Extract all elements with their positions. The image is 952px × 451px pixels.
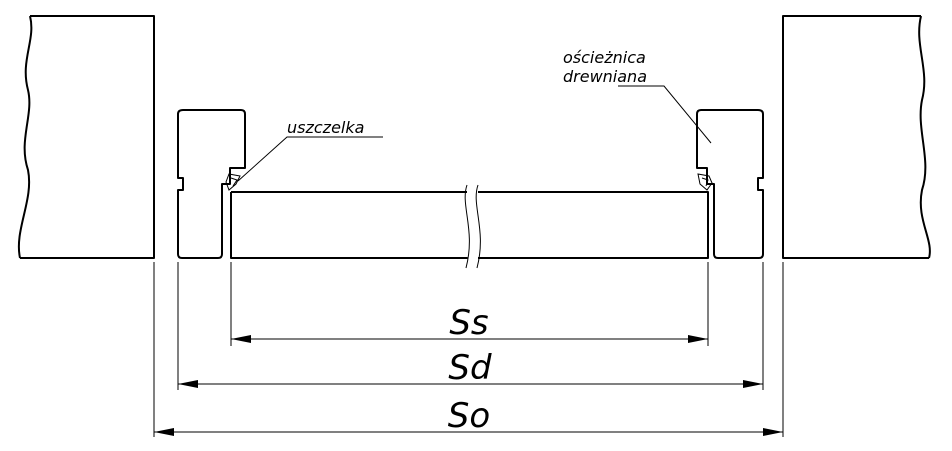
dimension-ss <box>231 335 708 343</box>
right-wall <box>782 15 931 259</box>
door-leaf <box>230 184 709 269</box>
frame-leader <box>618 85 712 144</box>
frame-label-line2: drewniana <box>563 67 647 86</box>
dimension-sd <box>178 380 763 388</box>
left-gasket <box>225 173 241 191</box>
dimension-so-label: So <box>448 396 490 436</box>
extension-lines <box>153 262 784 437</box>
dimension-ss-label: Ss <box>449 303 488 343</box>
gasket-leader <box>237 136 383 182</box>
left-wall <box>17 15 155 259</box>
gasket-label: uszczelka <box>287 118 364 137</box>
right-frame <box>696 109 764 259</box>
dimension-so <box>154 428 783 436</box>
frame-label-line1: ościeżnica <box>563 48 646 67</box>
left-frame <box>177 109 246 259</box>
dimension-sd-label: Sd <box>448 348 492 388</box>
right-gasket <box>697 173 713 191</box>
